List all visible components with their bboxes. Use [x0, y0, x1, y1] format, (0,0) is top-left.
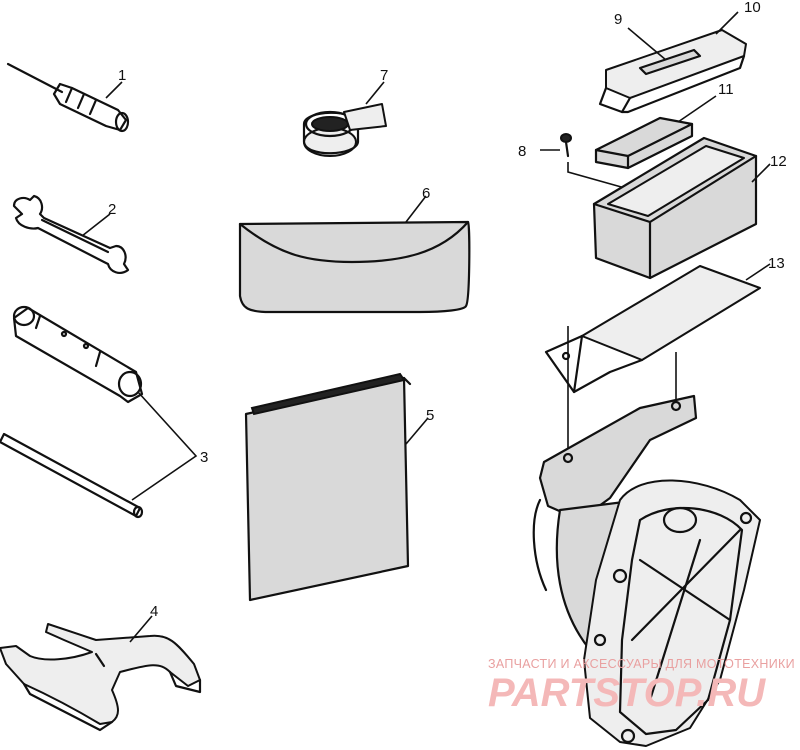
callout-10: 10	[744, 0, 761, 16]
spanner-tool-part	[0, 623, 202, 732]
screwdriver-part	[6, 62, 130, 133]
callout-1-leader	[105, 81, 123, 99]
watermark: ЗАПЧАСТИ И АКСЕССУАРЫ ДЛЯ МОТОТЕХНИКИ PA…	[488, 657, 795, 715]
callout-4-leader	[129, 615, 153, 643]
callout-2: 2	[108, 201, 116, 218]
tommy-bar-part	[0, 432, 144, 519]
callout-7-leader	[365, 81, 385, 105]
callout-9-leader	[627, 27, 667, 61]
callout-12: 12	[770, 153, 787, 170]
callout-11: 11	[718, 81, 734, 98]
callout-10-leader	[715, 11, 739, 35]
callout-5: 5	[426, 407, 434, 424]
watermark-logo-text: PARTSTOP.RU	[488, 671, 766, 715]
callout-2-leader	[81, 213, 111, 237]
foam-pad-part	[594, 116, 694, 170]
engine-housing-part	[532, 394, 761, 747]
callout-11-leader	[677, 95, 717, 123]
tube-socket-wrench-part	[12, 305, 144, 404]
screw-part	[560, 133, 572, 158]
callout-9: 9	[614, 11, 622, 28]
callout-3: 3	[200, 449, 208, 466]
callout-5-leader	[405, 417, 429, 445]
callout-7: 7	[380, 67, 388, 84]
mounting-bracket-part	[544, 265, 761, 394]
callout-12-leader	[751, 163, 771, 183]
toolbox-lid-part	[598, 29, 747, 114]
screw-to-box-leader	[567, 162, 633, 191]
callout-13-leader	[745, 263, 771, 281]
watermark-tagline: ЗАПЧАСТИ И АКСЕССУАРЫ ДЛЯ МОТОТЕХНИКИ	[488, 657, 795, 671]
tape-roll-part	[302, 103, 387, 157]
callout-4: 4	[150, 603, 158, 620]
callout-6-leader	[405, 195, 427, 223]
callout-1: 1	[118, 67, 126, 84]
wrench-part	[12, 194, 130, 274]
tool-pouch-part	[238, 220, 471, 314]
callout-3-leader	[131, 391, 198, 501]
callout-6: 6	[422, 185, 430, 202]
tool-box-part	[592, 136, 758, 280]
callout-8: 8	[518, 143, 526, 160]
callout-13: 13	[768, 255, 785, 272]
owners-manual-part	[244, 372, 412, 602]
